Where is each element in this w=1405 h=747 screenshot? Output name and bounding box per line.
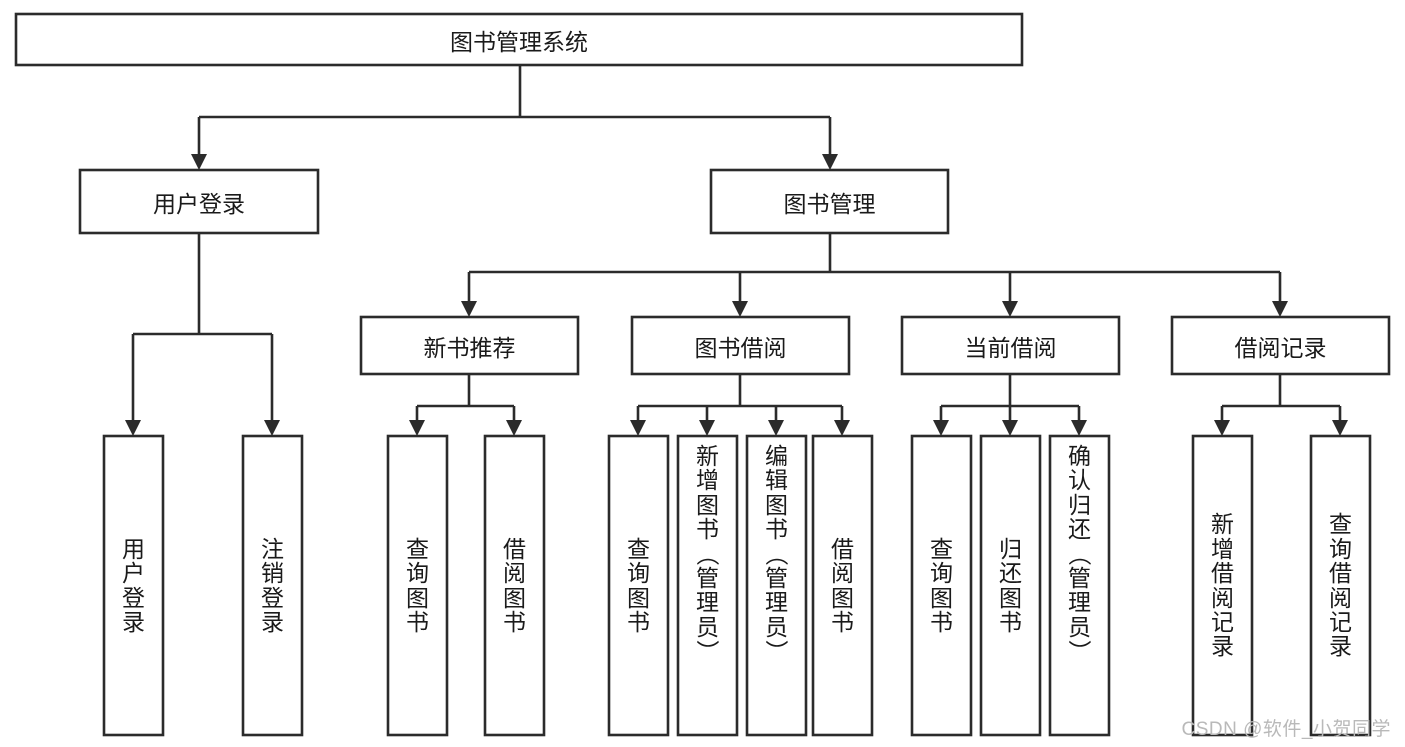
arrow-head-icon-current-borrow-leaf-2 [1002, 420, 1018, 436]
arrow-head-icon-book-borrow-leaf-1 [630, 420, 646, 436]
arrow-head-icon-book-borrow-leaf-4 [834, 420, 850, 436]
leaf-node-borrow-record-2[interactable] [1309, 434, 1372, 737]
leaf-node-new-book-recommend-1[interactable] [386, 434, 449, 737]
arrow-head-icon-user-login-leaf-1 [125, 420, 141, 436]
leaf-node-current-borrow-1[interactable] [910, 434, 973, 737]
leaf-node-borrow-record-1[interactable] [1191, 434, 1254, 737]
leaf-node-book-borrow-3[interactable] [745, 434, 808, 737]
arrow-head-icon-borrow-record-leaf-2 [1332, 420, 1348, 436]
node-new-book-recommend[interactable] [359, 315, 580, 376]
arrow-head-icon-to-book-borrow [732, 301, 748, 317]
arrow-head-icon-new-book-leaf-2 [506, 420, 522, 436]
arrow-head-icon-to-current-borrow [1002, 301, 1018, 317]
node-user-login[interactable] [78, 168, 320, 235]
node-book-borrow[interactable] [630, 315, 851, 376]
node-current-borrow[interactable] [900, 315, 1121, 376]
leaf-node-book-borrow-2[interactable] [676, 434, 739, 737]
connector-book-borrow-to-leaves [636, 374, 844, 422]
arrow-head-icon-new-book-leaf-1 [409, 420, 425, 436]
leaf-node-book-borrow-1[interactable] [607, 434, 670, 737]
arrow-head-icon-current-borrow-leaf-3 [1071, 420, 1087, 436]
arrow-head-icon-to-new-book-recommend [461, 301, 477, 317]
arrow-head-icon-user-login-leaf-2 [264, 420, 280, 436]
arrow-head-icon-current-borrow-leaf-1 [933, 420, 949, 436]
node-borrow-record[interactable] [1170, 315, 1391, 376]
arrow-head-icon-borrow-record-leaf-1 [1214, 420, 1230, 436]
connector-current-borrow-to-leaves [939, 374, 1081, 422]
leaf-node-user-login-1[interactable] [102, 434, 165, 737]
leaf-node-current-borrow-2[interactable] [979, 434, 1042, 737]
connector-root-to-level2 [197, 65, 832, 156]
arrow-head-icon-to-borrow-record [1272, 301, 1288, 317]
node-root-book-management-system[interactable] [14, 12, 1024, 67]
arrow-head-icon-root-to-book-management [822, 154, 838, 170]
connector-user-login-to-leaves [131, 233, 274, 422]
connector-borrow-record-to-leaves [1220, 374, 1342, 422]
connector-new-book-recommend-to-leaves [415, 374, 516, 422]
node-book-management[interactable] [709, 168, 950, 235]
arrow-head-icon-root-to-user-login [191, 154, 207, 170]
leaf-node-book-borrow-4[interactable] [811, 434, 874, 737]
leaf-node-new-book-recommend-2[interactable] [483, 434, 546, 737]
leaf-node-user-login-2[interactable] [241, 434, 304, 737]
arrow-head-icon-book-borrow-leaf-2 [699, 420, 715, 436]
leaf-node-current-borrow-3[interactable] [1048, 434, 1111, 737]
arrow-head-icon-book-borrow-leaf-3 [768, 420, 784, 436]
connector-book-management-to-level3 [467, 233, 1282, 303]
